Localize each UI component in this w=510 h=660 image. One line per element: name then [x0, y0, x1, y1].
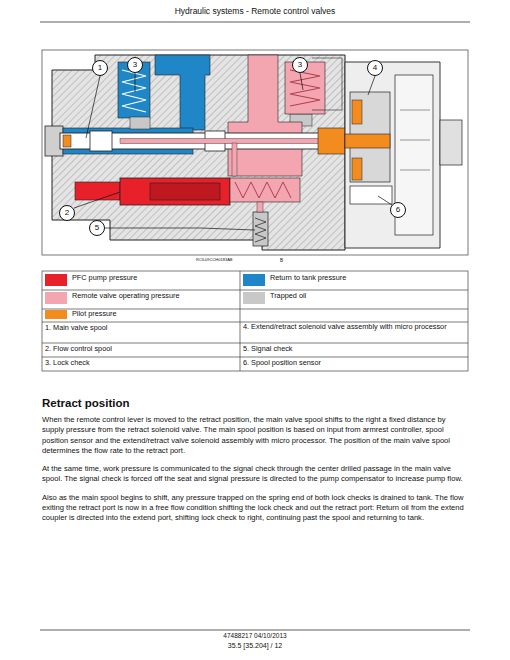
- table-cell: 3. Lock check: [45, 359, 237, 368]
- port: [312, 58, 342, 110]
- body-paragraph: Also as the main spool begins to shift, …: [42, 493, 468, 524]
- flow-control-spool-body: [150, 183, 220, 200]
- table-cell: 4. Extend/retract solenoid valve assembl…: [243, 323, 465, 332]
- figure-letter: B: [280, 258, 290, 263]
- solenoid-valve: [352, 158, 362, 180]
- flow-control-spring-cavity: [230, 178, 300, 202]
- body-paragraph: When the remote control lever is moved t…: [42, 415, 468, 456]
- signal-passage: [257, 202, 263, 212]
- figure-id: RCIL09CCH0183AB: [196, 258, 256, 263]
- callout-circle: 3: [127, 57, 143, 73]
- pilot-chamber: [63, 135, 71, 147]
- legend-swatch: [45, 310, 67, 319]
- legend-text: Pilot pressure: [72, 310, 237, 319]
- callout-circle: 1: [92, 60, 108, 76]
- footer-text: 47488217 04/10/2013: [40, 632, 470, 640]
- callout-circle: 3: [292, 57, 308, 73]
- section-heading: Retract position: [42, 397, 130, 411]
- page-number: 35.5 [35.204] / 12: [40, 642, 470, 650]
- figure-frame: [42, 50, 468, 255]
- table-cell: 6. Spool position sensor: [243, 359, 465, 368]
- spool-land: [90, 131, 112, 151]
- legend-swatch: [45, 274, 67, 286]
- header-rule: [40, 22, 470, 23]
- footer-rule: [40, 630, 470, 631]
- table-cell: 2. Flow control spool: [45, 345, 237, 354]
- pump-passage: [75, 182, 120, 200]
- callout-number: 6: [396, 206, 400, 214]
- spring: [235, 182, 291, 198]
- spool-position-sensor: [350, 186, 392, 204]
- legend-swatch: [243, 274, 265, 286]
- legend-text: PFC pump pressure: [72, 274, 237, 283]
- legend-table: [42, 271, 468, 371]
- board-line: [400, 170, 430, 171]
- pilot-valve: [345, 134, 390, 148]
- spring: [290, 70, 320, 106]
- board-line: [400, 140, 430, 141]
- board-line: [400, 110, 430, 111]
- callout-circle: 2: [59, 205, 75, 221]
- tank-passage: [155, 55, 210, 130]
- cross-drill: [232, 143, 237, 176]
- center-drilled-passage: [120, 139, 320, 144]
- legend-text: Trapped oil: [270, 292, 435, 301]
- callout-number: 5: [95, 224, 99, 232]
- callout-circle: 4: [367, 60, 383, 76]
- callout-number: 3: [133, 61, 137, 69]
- flow-control-spool: [120, 178, 230, 205]
- callout-circle: 5: [89, 220, 105, 236]
- leader-lines: [74, 73, 392, 230]
- callout-number: 1: [98, 64, 102, 72]
- signal-check: [253, 212, 268, 246]
- legend-text: Remote valve operating pressure: [72, 292, 237, 301]
- trapped-oil: [130, 117, 150, 129]
- table-cell: 1. Main valve spool: [45, 324, 237, 333]
- valve-body: [52, 55, 345, 250]
- spring: [122, 70, 146, 112]
- legend-text: Return to tank pressure: [270, 274, 435, 283]
- callout-circle: 6: [390, 202, 406, 218]
- legend-swatch: [45, 292, 67, 304]
- solenoid-valve: [352, 100, 362, 124]
- callout-number: 4: [373, 64, 377, 72]
- callout-number: 2: [65, 209, 69, 217]
- body-paragraph: At the same time, work pressure is commu…: [42, 464, 468, 485]
- spring: [255, 218, 266, 242]
- page-header: Hydraulic systems - Remote control valve…: [40, 6, 470, 16]
- connector: [440, 120, 462, 165]
- legend-swatch: [243, 292, 265, 304]
- pilot-chamber: [318, 128, 345, 154]
- table-cell: 5. Signal check: [243, 345, 465, 354]
- solenoid-assembly: [345, 62, 440, 248]
- callout-number: 3: [298, 61, 302, 69]
